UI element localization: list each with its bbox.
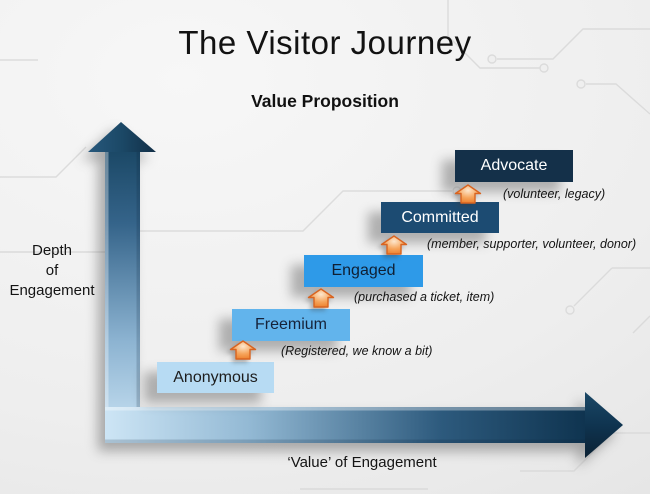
- horizontal-axis-arrow: [105, 392, 623, 458]
- stage-label: Engaged: [331, 262, 396, 279]
- stage-label: Anonymous: [173, 368, 258, 386]
- stage-caption-engaged: (purchased a ticket, item): [354, 290, 495, 304]
- stage-box-committed: Committed: [381, 202, 499, 233]
- page-title: The Visitor Journey: [178, 24, 472, 61]
- step-up-arrow-icon: [229, 340, 257, 360]
- step-up-arrow-icon: [307, 288, 335, 308]
- stage-label: Advocate: [480, 157, 548, 174]
- stage-label: Freemium: [254, 316, 327, 333]
- step-up-arrow-icon: [454, 184, 482, 204]
- stage-caption-committed: (member, supporter, volunteer, donor): [427, 237, 637, 251]
- slide-subtitle: Value Proposition: [251, 91, 399, 111]
- x-axis-label: ‘Value’ of Engagement: [287, 454, 437, 471]
- y-axis-label: Depth of Engagement: [9, 242, 95, 299]
- step-up-arrow-icon: [380, 235, 408, 255]
- stage-label: Committed: [401, 208, 479, 226]
- stage-box-advocate: Advocate: [455, 150, 573, 182]
- vertical-axis-arrow: [88, 122, 156, 443]
- stage-box-engaged: Engaged: [304, 255, 423, 287]
- stage-caption-advocate: (volunteer, legacy): [503, 187, 606, 201]
- stage-caption-freemium: (Registered, we know a bit): [281, 344, 433, 358]
- stage-box-freemium: Freemium: [232, 309, 350, 341]
- stage-box-anonymous: Anonymous: [157, 362, 274, 393]
